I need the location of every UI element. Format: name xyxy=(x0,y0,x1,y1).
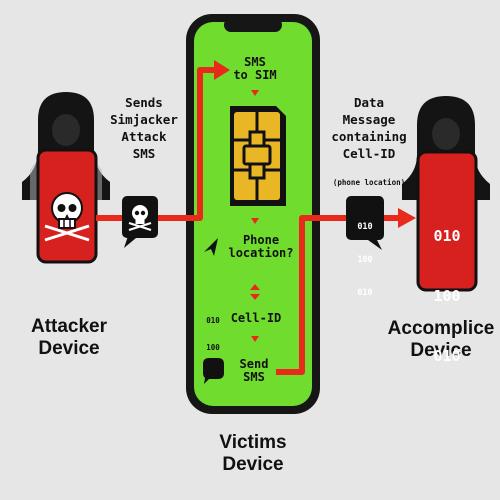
data-message-bubble xyxy=(346,196,384,250)
location-arrow-icon xyxy=(204,238,218,256)
accomplice-device xyxy=(416,150,478,292)
attacker-label-device: Device xyxy=(38,338,100,359)
attacker-label: Attacker xyxy=(30,316,108,337)
bubble-binary-line: 100 xyxy=(357,255,373,265)
data-message-text: Message xyxy=(342,112,396,127)
bubble-binary-line: 010 xyxy=(357,222,373,232)
phone-notch xyxy=(224,18,282,32)
accomplice-binary-line: 010 xyxy=(433,347,461,365)
arrow-down-icon xyxy=(251,336,259,342)
send-sms-step: SMS xyxy=(243,370,265,384)
sms-to-sim-step: to SIM xyxy=(233,68,277,82)
phone-location-step: location? xyxy=(228,246,294,260)
sim-chip-icon xyxy=(230,106,286,206)
data-message-text: Data xyxy=(353,95,385,110)
accomplice-binary-line: 010 xyxy=(433,227,461,245)
sends-text: Attack xyxy=(121,129,167,144)
sends-text: SMS xyxy=(132,146,156,161)
phone-location-step: Phone xyxy=(242,233,280,247)
arrow-head-icon xyxy=(214,60,230,80)
cell-binary-line: 010 xyxy=(206,370,220,379)
victim-label: Victims xyxy=(219,432,287,453)
attacker-device xyxy=(36,148,98,264)
send-sms-step: Send xyxy=(239,357,269,371)
skull-icon xyxy=(128,205,152,231)
arrow-down-icon xyxy=(251,218,259,224)
accomplice-label-device: Device xyxy=(410,340,472,361)
cell-binary-line: 010 xyxy=(206,316,220,325)
accomplice-binary-line: 100 xyxy=(433,287,461,305)
arrow-head-icon xyxy=(398,208,416,228)
cell-binary-line: 100 xyxy=(206,343,220,352)
accomplice-label: Accomplice xyxy=(387,318,495,339)
sends-text: Sends xyxy=(125,95,163,110)
victim-phone xyxy=(186,14,320,414)
arrow-down-icon xyxy=(251,90,259,96)
data-message-text: Cell-ID xyxy=(342,146,396,161)
data-message-text: containing xyxy=(331,129,407,144)
sends-text: Simjacker xyxy=(110,112,178,127)
cell-id-step: Cell-ID xyxy=(230,311,282,325)
attack-sms-bubble xyxy=(122,196,158,248)
chat-icon xyxy=(203,358,224,384)
victim-label-device: Device xyxy=(222,454,284,475)
skull-icon xyxy=(44,192,90,242)
bubble-binary-line: 010 xyxy=(357,288,373,298)
data-message-note: (phone location) xyxy=(332,178,406,187)
arrow-updown-icon xyxy=(250,284,260,300)
sms-to-sim-step: SMS xyxy=(244,55,266,69)
